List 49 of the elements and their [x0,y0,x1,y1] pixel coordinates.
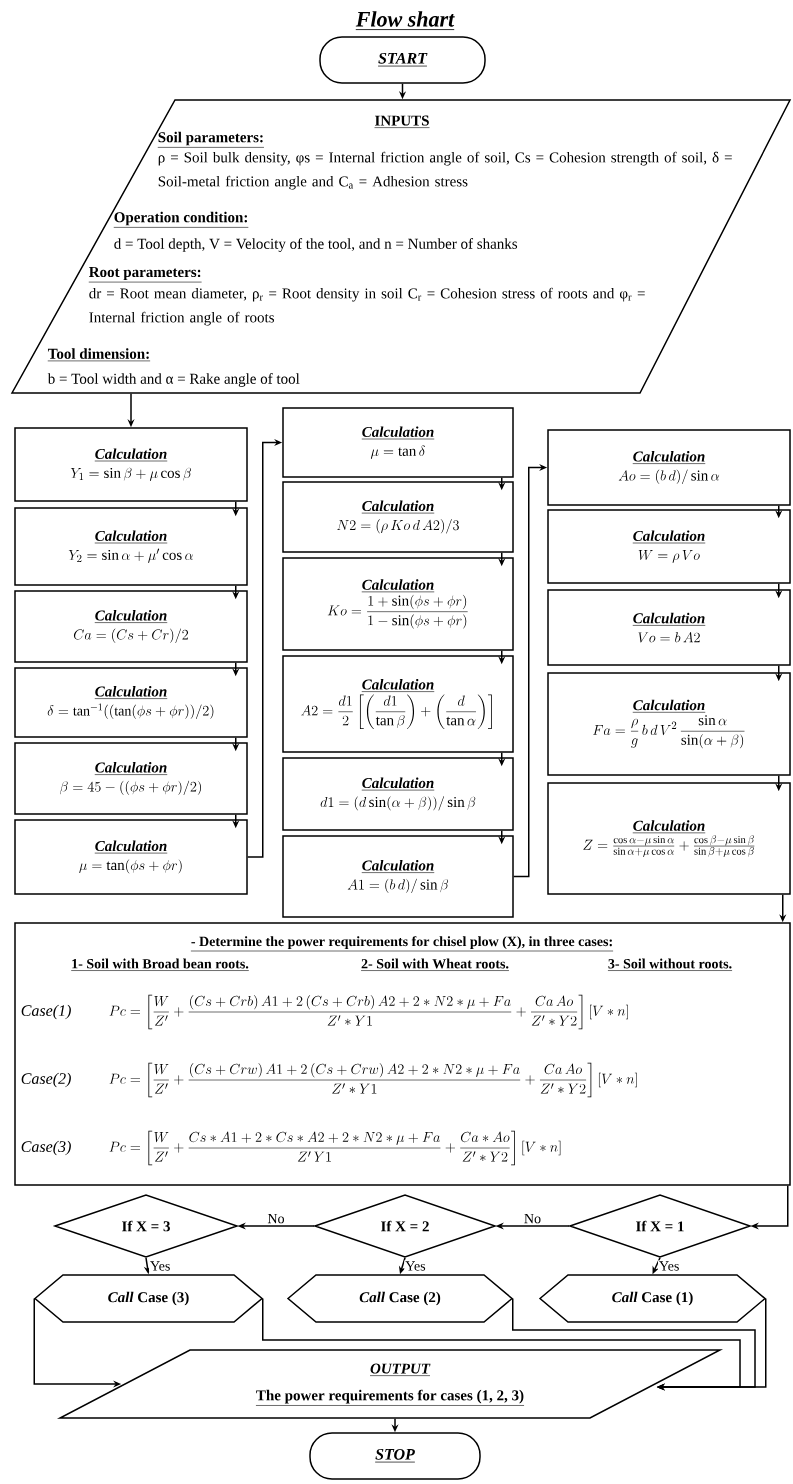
case-label: Case(2) [21,1072,71,1088]
terminal-box: START [319,36,486,84]
process-box: Calculation $Z = \frac{\cos\alpha-\mu\sin\alpha}{\sin\alpha+\mu\cos\alpha}+\frac{\cos\beta-\mu\sin\beta}{\sin\beta+\mu\cos\beta}$ [547,782,791,895]
terminal-box: STOP [309,1432,481,1480]
edge-label: Yes [658,1260,681,1272]
section-heading: Operation condition: [113,211,249,228]
case-label: Case(1) [21,1004,71,1020]
output-text: The power requirements for cases (1, 2, 3) [255,1389,525,1406]
case-heading: 1- Soil with Broad bean roots. [70,958,250,971]
section-heading: INPUTS [374,115,430,128]
edge-label: No [522,1212,543,1225]
case-heading: 2- Soil with Wheat roots. [360,958,510,971]
process-box: Calculation $Y_2 = \sin\alpha + \mu'\cos\alpha$ [14,507,248,586]
process-box: Calculation $Y_1 = \sin\beta + \mu\cos\beta$ [14,427,248,502]
case-label: Case(3) [21,1140,71,1156]
section-heading: Tool dimension: [47,348,151,362]
process-box: Calculation $W = \rho\, Vo$ [547,509,791,584]
process-box: Calculation $N2 = (\rho\, Ko\, d\, A2)/3$ [282,481,514,553]
process-box: Calculation $\beta = 45 - ((\phi s+\phi r)/2)$ [14,742,248,815]
process-box: Calculation $Ko = \frac{1+\sin(\phi s+\phi r)}{1-\sin(\phi s+\phi r)}$ [282,557,514,651]
process-box: Calculation $\mu = \tan\delta$ [282,407,514,478]
section-heading: Soil parameters: [157,131,265,148]
panel-heading: - Determine the power requirements for chisel plow (X), in three cases: [190,936,614,952]
edge-label: Yes [149,1260,172,1272]
process-box: Calculation $d1 = (d\sin(\alpha+\beta))/\sin\beta$ [282,757,514,831]
process-box: Calculation $Ao = (b\, d)/\sin\alpha$ [547,429,791,506]
process-box: Calculation $Fa = \frac{\rho}{g}\, b\, d\, V^2\, \frac{\sin\alpha}{\sin(\alpha+\beta)}$ [547,672,791,776]
case-heading: 3- Soil without roots. [607,958,733,971]
process-box: Calculation $\mu = \tan(\phi s+\phi r)$ [14,819,248,895]
parameter-text: d = Tool depth, V = Velocity of the tool, and n = Number of shanks [114,238,518,252]
process-box: Calculation $A2 = \frac{d1}{2}\left[\left(\frac{d1}{\tan\beta}\right)+\left(\frac{d}{\tan\alpha}\right)\right]$ [282,655,514,753]
power-formula: $Pc = \left[\frac{W}{Z'}+\frac{(Cs+Crb)\,A1+2\,(Cs+Crb)\,A2+2*N2*\mu+Fa}{Z'*Y1}+\frac{Ca\,Ao}{Z'*Y2}\right][V*n]$ [109,994,628,1030]
arrow [512,1297,756,1391]
parameter-text: ρ = Soil bulk density, φs = Internal friction angle of soil, Cs = Cohesion strength of soil, δ = Soil-metal friction angle and C$_{a}$ = Adhesion stress [158,151,732,190]
arrow [262,1297,741,1391]
chart-title: Flow shart [355,11,455,30]
section-heading: Root parameters: [88,267,202,283]
section-heading: OUTPUT [369,1363,431,1376]
process-box: Calculation $Vo = b\, A2$ [547,589,791,666]
edge-label: Yes [404,1260,427,1272]
edge-label: No [266,1212,286,1225]
process-box: Calculation $\delta = \tan^{-1}((\tan(\phi s+\phi r))/2)$ [14,667,248,738]
power-formula: $Pc = \left[\frac{W}{Z'}+\frac{Cs*A1+2*Cs*A2+2*N2*\mu+Fa}{Z'\,Y1}+\frac{Ca*Ao}{Z'*Y2}\right][V*n]$ [109,1130,561,1166]
parameter-text: dr = Root mean diameter, ρ$_{r}$ = Root density in soil C$_{r}$ = Cohesion stress of roots and φ$_{r}$ = Internal friction angle of roots [89,287,645,326]
parameter-text: b = Tool width and α = Rake angle of tool [47,373,300,387]
process-box: Calculation $Ca = (Cs + Cr)/2$ [14,590,248,663]
process-box: Calculation $A1 = (b\, d)/\sin\beta$ [282,835,514,918]
formula-panel [14,922,791,1186]
power-formula: $Pc = \left[\frac{W}{Z'}+\frac{(Cs+Crw)\,A1+2\,(Cs+Crw)\,A2+2*N2*\mu+Fa}{Z'*Y1}+\frac{Ca\,Ao}{Z'*Y2}\right][V*n]$ [109,1062,637,1098]
